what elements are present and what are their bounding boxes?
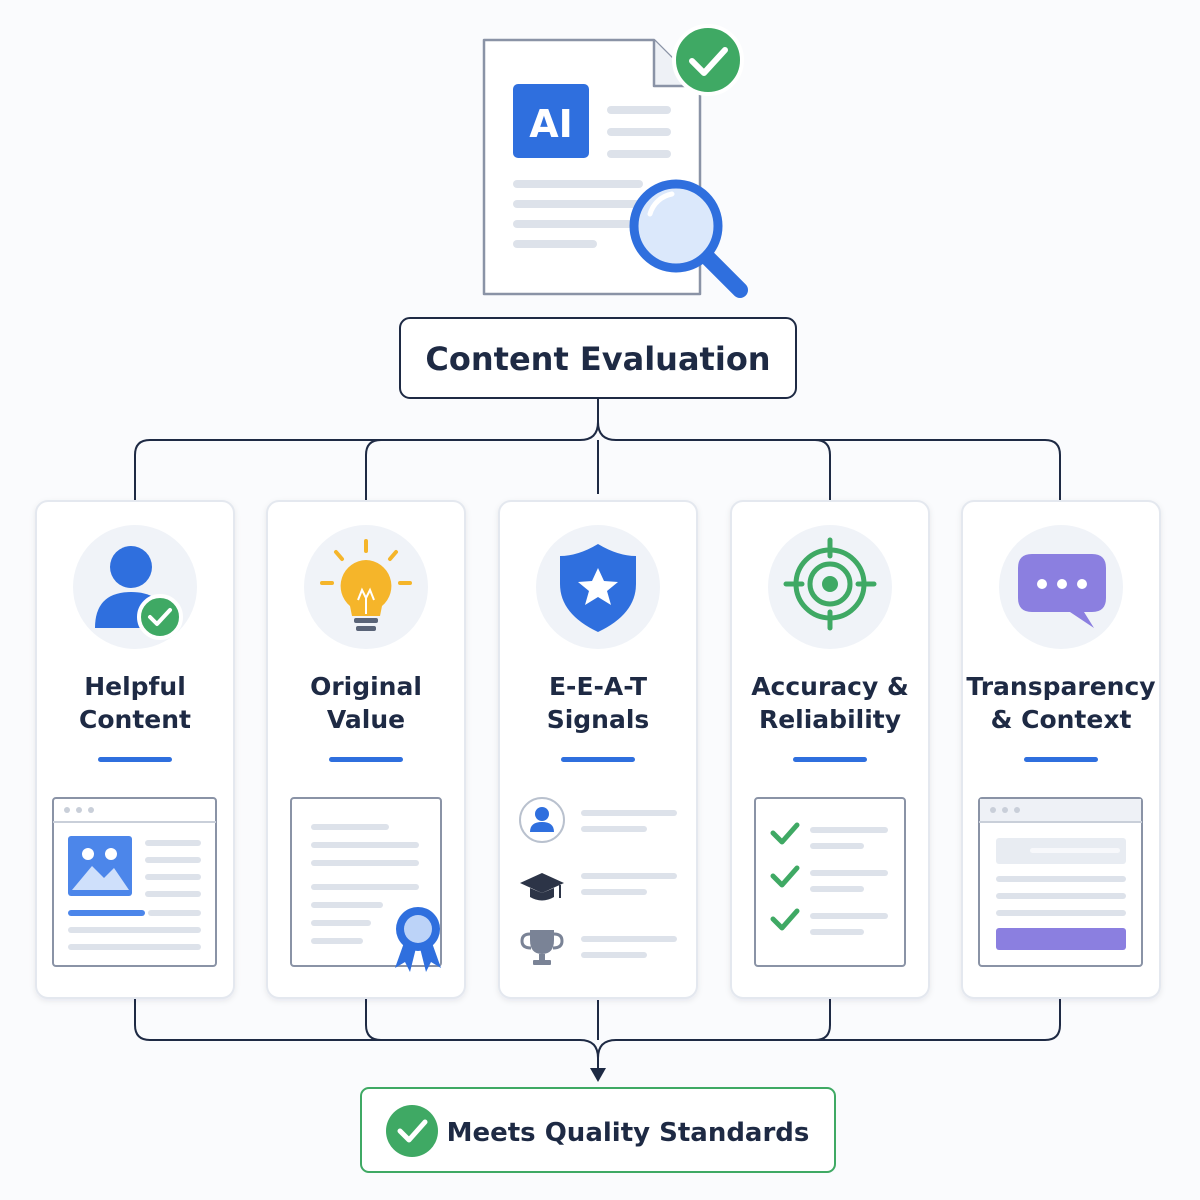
magnifier-icon bbox=[629, 179, 748, 298]
result-label: Meets Quality Standards bbox=[447, 1118, 810, 1148]
browser-window-preview-icon bbox=[978, 797, 1143, 967]
criterion-title-line1: Accuracy & bbox=[751, 672, 909, 701]
lightbulb-icon bbox=[320, 539, 412, 631]
criterion-title-line1: E-E-A-T bbox=[549, 672, 647, 701]
webpage-preview-icon bbox=[52, 797, 217, 967]
author-avatar-icon bbox=[519, 797, 565, 843]
criterion-card-accuracy-reliability: Accuracy & Reliability bbox=[730, 500, 930, 999]
criterion-card-eeat-signals: E-E-A-T Signals bbox=[498, 500, 698, 999]
ai-document-icon: AI bbox=[482, 38, 702, 296]
criterion-title-line2: Content bbox=[79, 705, 191, 734]
document-award-preview-icon bbox=[290, 797, 442, 972]
target-icon bbox=[783, 537, 877, 631]
connector-lines-top bbox=[134, 398, 1061, 500]
arrow-down-icon bbox=[590, 1068, 606, 1082]
checkmark-icon bbox=[770, 822, 800, 845]
ai-badge bbox=[513, 84, 589, 158]
trophy-icon bbox=[520, 930, 564, 965]
checklist-preview-icon bbox=[754, 797, 906, 967]
award-ribbon-icon bbox=[395, 907, 441, 972]
graduation-cap-icon bbox=[520, 873, 564, 901]
criterion-card-helpful-content: Helpful Content bbox=[35, 500, 235, 999]
accent-underline bbox=[561, 757, 635, 762]
accent-underline bbox=[98, 757, 172, 762]
check-badge-icon bbox=[672, 24, 744, 96]
user-check-icon bbox=[95, 546, 183, 640]
checkmark-icon bbox=[770, 865, 800, 888]
accent-underline bbox=[793, 757, 867, 762]
criterion-title-line2: Signals bbox=[547, 705, 650, 734]
criterion-card-original-value: Original Value bbox=[266, 500, 466, 999]
accent-underline bbox=[329, 757, 403, 762]
criterion-card-transparency-context: Transparency & Context bbox=[961, 500, 1161, 999]
criterion-title-line1: Helpful bbox=[84, 672, 186, 701]
criterion-title-line2: Value bbox=[327, 705, 405, 734]
criterion-title-line1: Transparency bbox=[966, 672, 1155, 701]
ai-badge-label: AI bbox=[529, 102, 573, 146]
accent-underline bbox=[1024, 757, 1098, 762]
connector-lines-bottom bbox=[134, 998, 1061, 1070]
chat-bubble-icon bbox=[1018, 554, 1106, 628]
content-evaluation-title: Content Evaluation bbox=[425, 340, 770, 378]
result-box bbox=[360, 1087, 836, 1173]
shield-star-icon bbox=[560, 544, 636, 632]
criterion-title-line2: Reliability bbox=[759, 705, 901, 734]
criterion-title-line2: & Context bbox=[991, 705, 1132, 734]
checkmark-icon bbox=[770, 908, 800, 931]
criterion-title-line1: Original bbox=[310, 672, 422, 701]
check-circle-icon bbox=[386, 1105, 438, 1157]
highlighted-block bbox=[996, 928, 1126, 950]
